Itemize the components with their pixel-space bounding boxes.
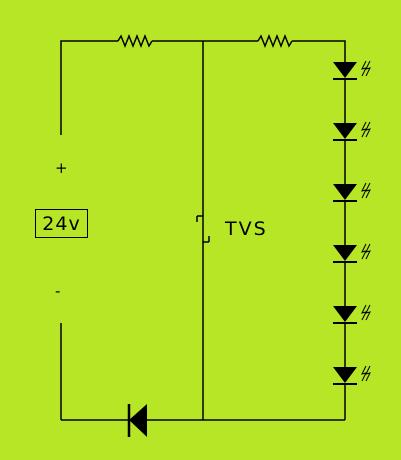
led-icon <box>333 304 371 324</box>
wire-left-top <box>60 40 118 135</box>
positive-terminal-label: + <box>55 159 68 177</box>
led-icon <box>333 365 371 385</box>
led-icon <box>333 60 371 80</box>
diode-icon <box>127 404 147 437</box>
voltage-label: 24v <box>42 212 81 235</box>
negative-terminal-label: - <box>55 282 61 300</box>
tvs-diode-icon <box>196 215 210 243</box>
led-icon <box>333 182 371 202</box>
led-chain <box>333 60 371 386</box>
wires <box>60 40 346 421</box>
voltage-source-box: 24v <box>35 209 88 238</box>
wire-top-right <box>292 40 346 62</box>
resistor-icon <box>117 33 153 49</box>
led-icon <box>333 243 371 263</box>
led-icon <box>333 121 371 141</box>
tvs-label: TVS <box>225 218 268 240</box>
resistor-icon <box>257 33 293 49</box>
